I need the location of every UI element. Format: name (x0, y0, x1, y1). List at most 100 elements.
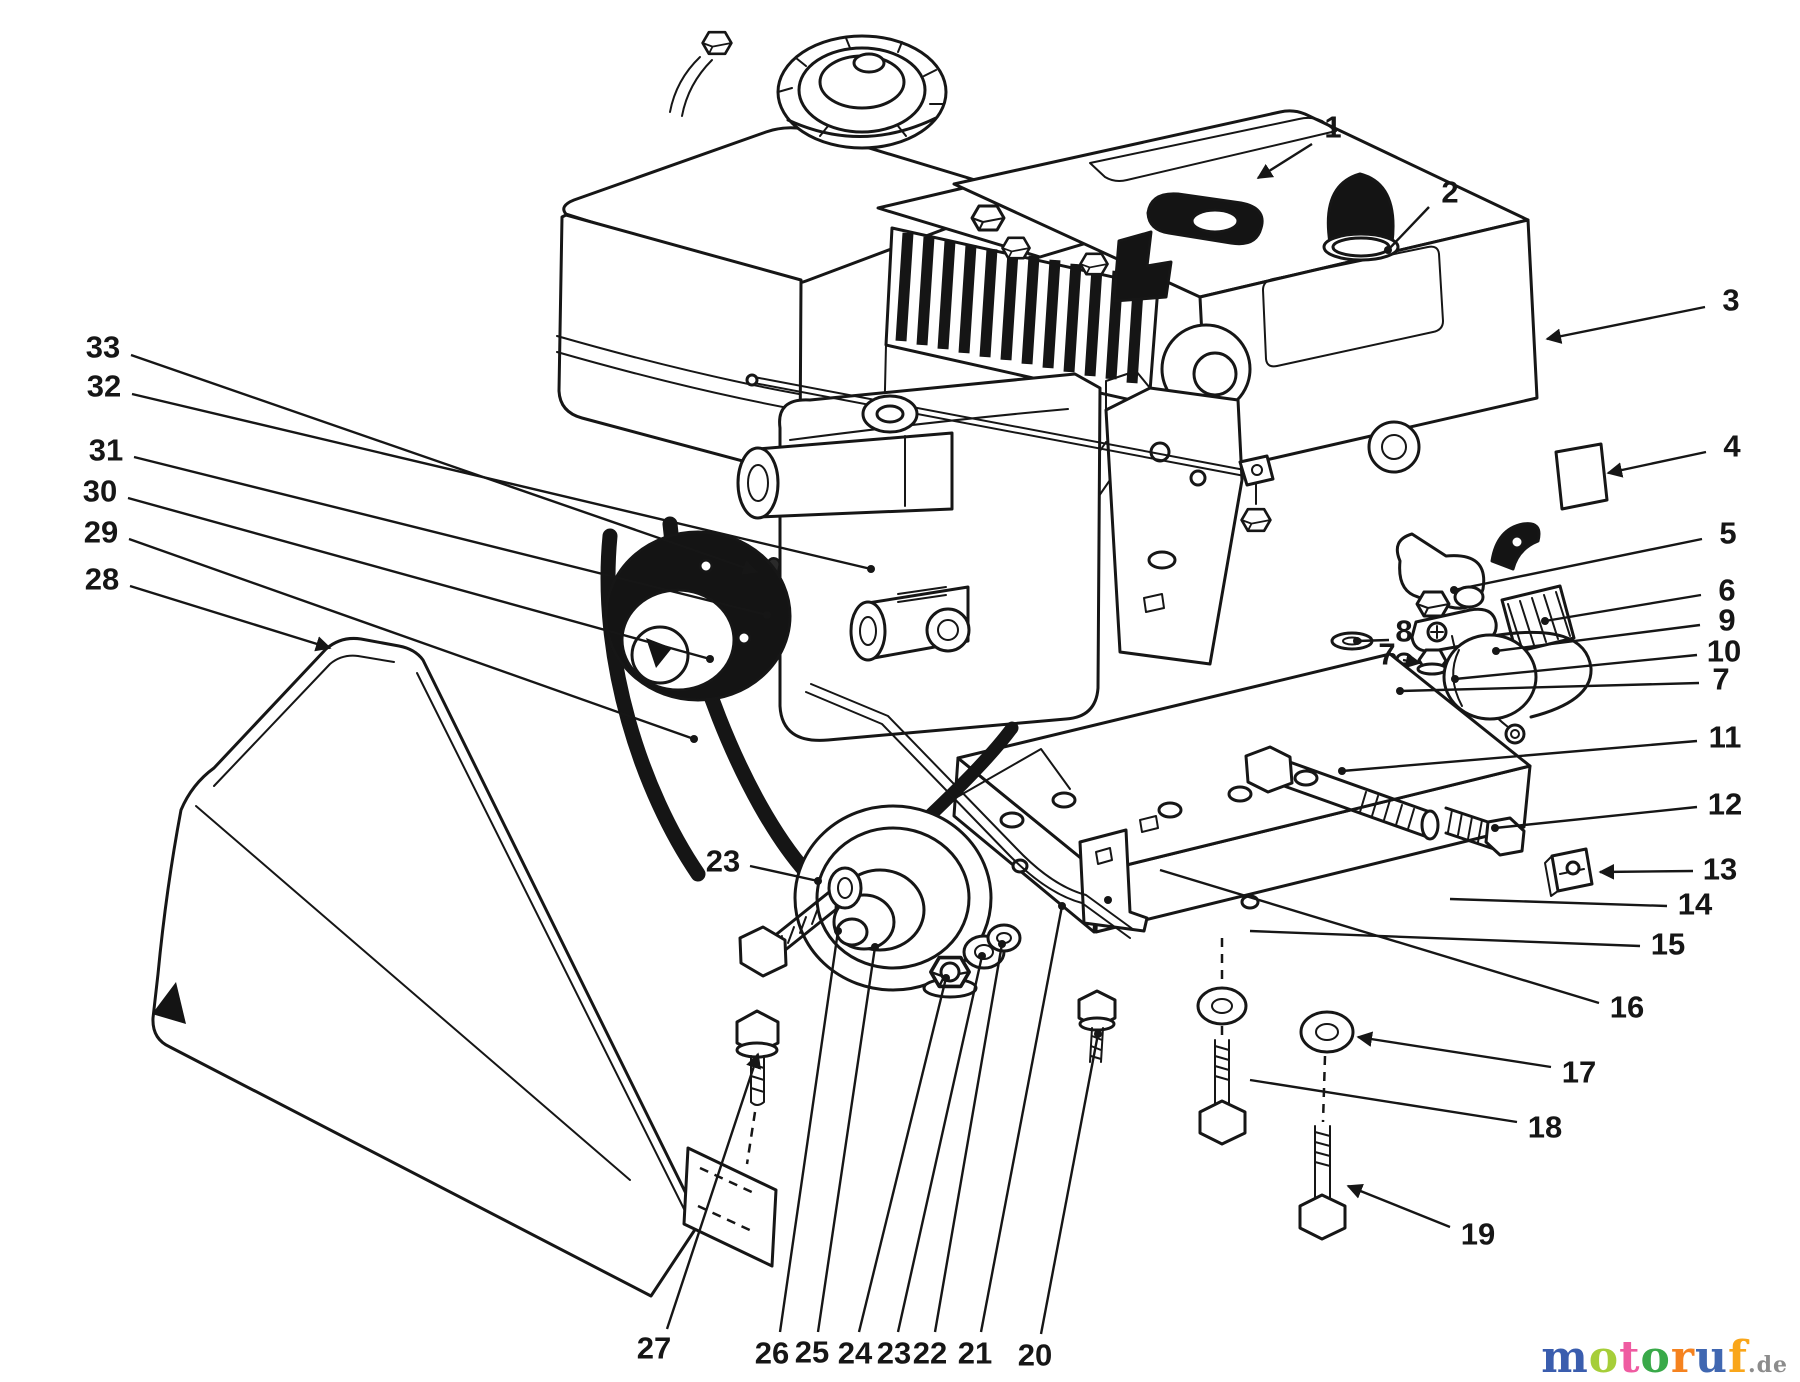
part-number: 14 (1678, 887, 1713, 922)
base-plate (952, 442, 1609, 934)
leader-line (1494, 805, 1698, 830)
callout-5-4: 5 (1450, 516, 1737, 594)
callout-23-31: 23 (877, 952, 986, 1371)
leader-line (1453, 537, 1703, 592)
logo-letters: motoruf (1541, 1332, 1748, 1382)
leader-dot (814, 877, 822, 885)
leader-line (129, 584, 332, 652)
part-number: 8 (1395, 614, 1412, 649)
callout-18-16: 18 (1249, 1078, 1562, 1145)
part-number: 13 (1703, 852, 1737, 887)
primer-bulb (1326, 172, 1395, 245)
callout-12-10: 12 (1491, 787, 1742, 832)
part-number: 22 (913, 1336, 947, 1371)
leader-line (857, 977, 948, 1333)
carriage-bolt-b (1314, 1125, 1331, 1207)
callout-10-7: 10 (1451, 634, 1741, 683)
part-number: 4 (1723, 429, 1741, 464)
part-number: 11 (1709, 720, 1742, 755)
part-number: 30 (83, 474, 117, 509)
throttle-rod (753, 376, 1251, 478)
part-number: 23 (706, 844, 740, 879)
cover-mount-tab (682, 1146, 778, 1268)
part-number: 1 (1324, 110, 1341, 145)
part-number: 26 (755, 1336, 789, 1371)
cooling-fins (895, 232, 1145, 384)
leader-line (133, 455, 768, 617)
part-number: 18 (1528, 1110, 1562, 1145)
part-number: 9 (1718, 603, 1735, 638)
muffler (1375, 584, 1593, 721)
engine-pulley (604, 530, 792, 702)
leader-dot (998, 940, 1006, 948)
part-number: 5 (1719, 516, 1736, 551)
logo-letter: o (1588, 1332, 1620, 1382)
callout-6-5: 6 (1541, 573, 1736, 625)
callout-22-32: 22 (913, 940, 1006, 1371)
callout-29-25: 29 (84, 515, 698, 743)
part-number: 32 (87, 369, 121, 404)
logo-letter: f (1728, 1332, 1748, 1382)
callout-4-3: 4 (1606, 429, 1741, 478)
mounting-hardware (735, 938, 1355, 1241)
part-number: 27 (637, 1331, 671, 1366)
leader-line (1039, 1033, 1100, 1335)
leader-dot (1541, 617, 1549, 625)
leader-dot (942, 974, 950, 982)
tank-bracket-bolt (701, 30, 733, 56)
leader-line (1341, 739, 1698, 773)
part-number: 20 (1018, 1338, 1052, 1373)
part-number: 15 (1651, 927, 1685, 962)
callout-25-29: 25 (795, 943, 879, 1370)
leader-dot (867, 565, 875, 573)
leader-dot (1094, 1030, 1102, 1038)
leader-line (1544, 593, 1702, 623)
leader-line (1256, 142, 1313, 180)
part-number: 17 (1562, 1055, 1596, 1090)
motoruf-logo[interactable]: motoruf.de (1541, 1336, 1788, 1380)
leader-dot (978, 952, 986, 960)
logo-letter: o (1640, 1332, 1671, 1382)
leader-line (1545, 305, 1706, 344)
part-number: 10 (1707, 634, 1741, 669)
leader-dot (1450, 586, 1458, 594)
callout-23-20: 23 (706, 844, 822, 885)
belt-cover (151, 637, 778, 1298)
callout-15-13: 15 (1249, 927, 1685, 962)
leader-line (128, 537, 695, 741)
cover-notch (152, 982, 186, 1024)
part-number: 6 (1718, 573, 1735, 608)
part-number: 19 (1461, 1217, 1495, 1252)
leader-line (1387, 206, 1430, 251)
callout-1-0: 1 (1256, 110, 1342, 180)
callout-30-24: 30 (83, 474, 714, 663)
part-number: 24 (838, 1336, 873, 1371)
leader-line (816, 946, 877, 1333)
leader-dot (690, 735, 698, 743)
leader-line (1356, 638, 1390, 643)
part-number: 31 (89, 433, 123, 468)
part-number: 16 (1610, 990, 1644, 1025)
belt-guide-wire (805, 683, 1135, 939)
leader-dot (1353, 637, 1361, 645)
gas-cap (776, 34, 948, 150)
leader-line (1346, 1183, 1451, 1229)
part-number: 33 (86, 330, 120, 365)
leader-line (778, 930, 840, 1333)
crankcase (736, 372, 1102, 742)
crankshaft (756, 431, 954, 519)
leader-dot (1338, 767, 1346, 775)
leader-line (1402, 652, 1422, 669)
callout-24-30: 24 (838, 974, 950, 1371)
leader-dot (763, 611, 771, 619)
spacer-nut (1444, 806, 1496, 851)
leader-line (896, 955, 984, 1333)
washer-b (1299, 1010, 1355, 1054)
leader-line (1249, 929, 1641, 948)
leader-line (1449, 897, 1668, 908)
part-number: 29 (84, 515, 118, 550)
leader-line (1249, 1078, 1518, 1124)
part-number: 23 (877, 1336, 911, 1371)
